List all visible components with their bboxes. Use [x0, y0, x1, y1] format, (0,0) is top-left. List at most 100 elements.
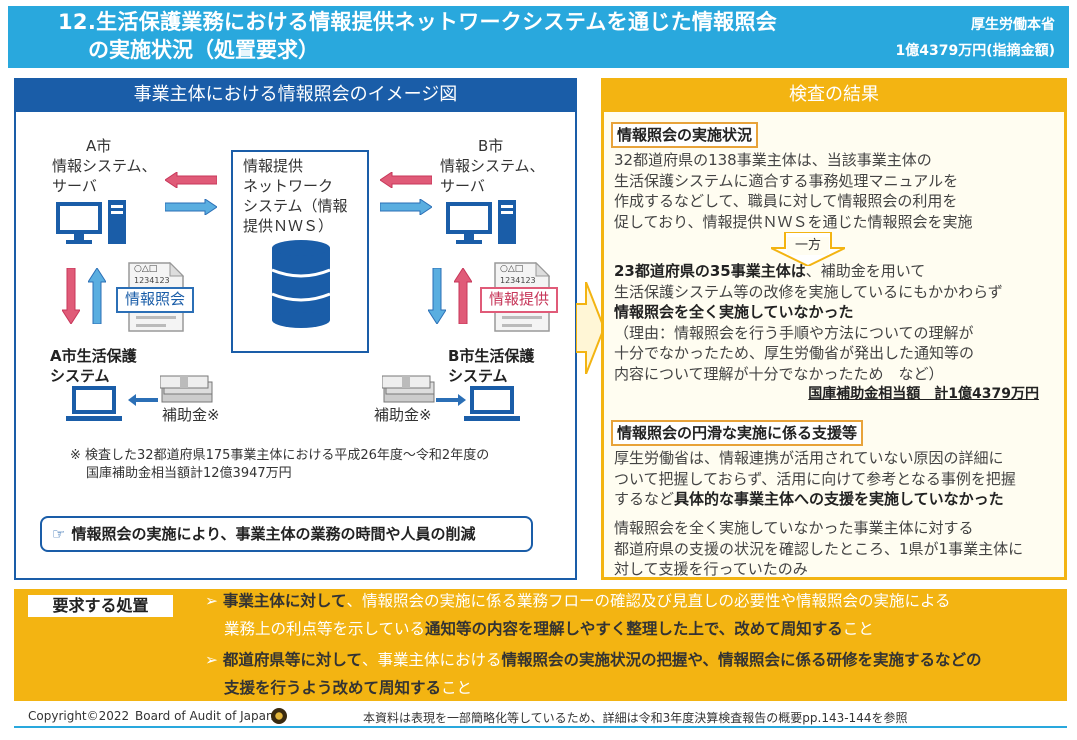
action-item2-bold2: 情報照会の実施状況の把握や、情報照会に係る研修を実施するなどの — [501, 651, 982, 669]
action-item1-line2-pre: 業務上の利点等を示している — [224, 620, 426, 638]
nws-label-line4: 提供ＮＷＳ） — [243, 217, 334, 235]
action-item1-line2: 業務上の利点等を示している通知等の内容を理解しやすく整理した上で、改めて周知する… — [224, 618, 874, 640]
action-item2-line2: 支援を行うよう改めて周知すること — [224, 677, 472, 699]
nws-label-line3: システム（情報 — [243, 197, 348, 215]
s1b-reason1: （理由：情報照会を行う手順や方法についての理解が — [614, 323, 974, 342]
s1-line4: 促しており、情報提供ＮＷＳを通じた情報照会を実施 — [614, 212, 973, 231]
b-welfare-system-line2: システム — [448, 367, 508, 385]
results-panel — [601, 78, 1067, 580]
action-item1-bold: 事業主体に対して — [222, 592, 347, 610]
arrow-down-icon — [62, 268, 80, 324]
required-action-bar — [14, 589, 1067, 701]
arrow-down-icon — [428, 268, 446, 324]
on-the-other-hand-label: 一方 — [787, 237, 829, 255]
note-line2: 国庫補助金相当額計12億3947万円 — [86, 466, 292, 481]
subsidy-label-a: 補助金※ — [162, 406, 220, 424]
section-inquiry-status-title: 情報照会の実施状況 — [611, 122, 759, 148]
city-b-system: 情報システム、 — [440, 157, 545, 175]
s1-line2: 生活保護システムに適合する事務処理マニュアルを — [614, 171, 959, 190]
s1-line3: 作成するなどして、職員に対して情報照会の利用を — [614, 192, 958, 210]
subsidy-sum: 国庫補助金相当額 計1億4379万円 — [808, 386, 1039, 402]
doc-symbols: ○△□ — [500, 264, 524, 274]
doc-digits: 1234123 — [500, 276, 536, 285]
inquiry-stamp: 情報照会 — [116, 287, 194, 313]
desktop-computer-icon — [56, 200, 126, 244]
header-bar — [8, 6, 1069, 68]
subsidy-label-b: 補助金※ — [374, 406, 432, 424]
money-bundle-icon — [160, 375, 213, 403]
action-item1-rest: 、情報照会の実施に係る業務フローの確認及び見直しの必要性や情報照会の実施による — [346, 592, 951, 610]
effect-text: 情報照会の実施により、事業主体の業務の時間や人員の削減 — [71, 525, 476, 543]
database-icon — [272, 240, 330, 328]
action-item2-line2-bold: 支援を行うよう改めて周知する — [224, 679, 442, 697]
action-item2-line1: ➢ 都道府県等に対して、事業主体における情報照会の実施状況の把握や、情報照会に係… — [205, 649, 982, 671]
footer-note: 本資料は表現を一部簡略化等しているため、詳細は令和3年度決算検査報告の概要pp.… — [363, 711, 908, 725]
bullet-arrow-icon: ➢ — [205, 651, 223, 669]
note-line1: ※ 検査した32都道府県175事業主体における平成26年度～令和2年度の — [70, 448, 490, 463]
copyright: Copyright©2022 — [28, 709, 130, 723]
s1b-line1: 23都道府県の35事業主体は、補助金を用いて — [614, 261, 925, 282]
footer-divider — [14, 726, 1067, 728]
city-b-server: サーバ — [440, 177, 485, 195]
s2-line3-bold: 具体的な事業主体への支援を実施していなかった — [674, 490, 1004, 508]
doc-symbols: ○△□ — [134, 264, 158, 274]
a-welfare-system-line1: A市生活保護 — [50, 347, 137, 365]
s2b-line1: 情報照会を全く実施していなかった事業主体に対する — [614, 519, 974, 537]
action-item2-bold: 都道府県等に対して — [222, 651, 362, 669]
s2-line3: するなど具体的な事業主体への支援を実施していなかった — [614, 489, 1004, 510]
s2b-line3: 対して支援を行っていたのみ — [614, 560, 808, 578]
s1b-line2: 生活保護システム等の改修を実施しているにもかかわらず — [614, 282, 1003, 301]
action-item1-line2-bold: 通知等の内容を理解しやすく整理した上で、改めて周知する — [425, 620, 843, 638]
b-welfare-system-line1: B市生活保護 — [448, 347, 535, 365]
laptop-icon — [464, 386, 520, 421]
action-item1-line2-post: こと — [842, 620, 874, 638]
provide-stamp: 情報提供 — [480, 287, 558, 313]
action-item2-mid: 、事業主体における — [361, 651, 502, 669]
doc-digits: 1234123 — [134, 276, 170, 285]
money-bundle-icon — [382, 375, 435, 403]
arrow-left-icon — [380, 172, 432, 188]
laptop-icon — [66, 386, 122, 421]
arrow-right-icon — [165, 199, 217, 215]
action-item2-line2-post: こと — [441, 679, 473, 697]
bullet-arrow-icon: ➢ — [205, 592, 223, 610]
arrow-left-icon — [165, 172, 217, 188]
city-a-system: 情報システム、 — [52, 157, 157, 175]
city-a-name: A市 — [86, 137, 112, 155]
section-support-title: 情報照会の円滑な実施に係る支援等 — [611, 420, 864, 446]
s1b-line1-bold: 23都道府県の35事業主体は — [614, 262, 806, 280]
city-a-server: サーバ — [52, 177, 97, 195]
page-title-line2: の実施状況（処置要求） — [88, 38, 319, 62]
pointing-hand-icon: ☞ — [52, 525, 66, 543]
amount-label: 1億4379万円(指摘金額) — [895, 43, 1055, 59]
s2-line3-pre: するなど — [614, 490, 675, 508]
nws-label-line1: 情報提供 — [243, 157, 304, 175]
s1b-reason2: 十分でなかったため、厚生労働省が発出した通知等の — [614, 344, 975, 362]
s2b-line2: 都道府県の支援の状況を確認したところ、1県が1事業主体に — [614, 539, 1024, 558]
a-welfare-system-line2: システム — [50, 367, 110, 385]
page-title-line1: 12.生活保護業務における情報提供ネットワークシステムを通じた情報照会 — [58, 10, 778, 34]
effect-box: ☞ 情報照会の実施により、事業主体の業務の時間や人員の削減 — [40, 516, 533, 552]
s1b-line3: 情報照会を全く実施していなかった — [614, 303, 854, 321]
arrow-right-icon — [380, 199, 432, 215]
s2-line1: 厚生労働省は、情報連携が活用されていない原因の詳細に — [614, 449, 1004, 467]
city-b-name: B市 — [478, 137, 504, 155]
nws-label-line2: ネットワーク — [243, 177, 334, 195]
s1-line1: 32都道府県の138事業主体は、当該事業主体の — [614, 151, 932, 169]
arrow-up-icon — [88, 268, 106, 324]
s1b-line1-rest: 、補助金を用いて — [805, 262, 926, 280]
board-seal-icon — [271, 708, 287, 724]
big-arrow-right-icon — [576, 282, 604, 374]
board-name: Board of Audit of Japan — [135, 709, 274, 723]
arrow-up-icon — [454, 268, 472, 324]
arrow-right-icon — [436, 394, 466, 406]
ministry-label: 厚生労働本省 — [971, 17, 1055, 33]
image-diagram-heading: 事業主体における情報照会のイメージ図 — [14, 78, 577, 112]
action-item1-line1: ➢ 事業主体に対して、情報照会の実施に係る業務フローの確認及び見直しの必要性や情… — [205, 590, 951, 612]
required-action-label: 要求する処置 — [28, 595, 173, 617]
results-heading: 検査の結果 — [601, 78, 1067, 112]
s2-line2: ついて把握しておらず、活用に向けて参考となる事例を把握 — [614, 469, 1016, 488]
arrow-left-icon — [128, 394, 158, 406]
desktop-computer-icon — [446, 200, 516, 244]
s1b-reason3: 内容について理解が十分でなかったため など） — [614, 364, 944, 383]
